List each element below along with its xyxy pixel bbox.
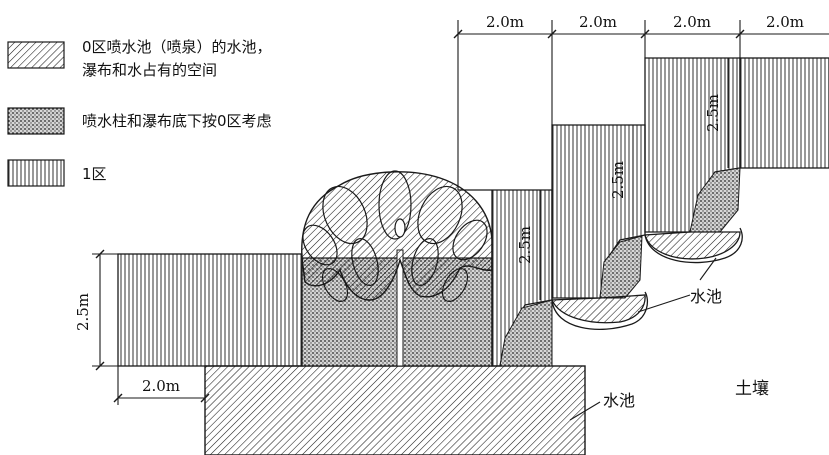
legend-swatch-zone1 xyxy=(7,159,65,187)
dim-width-top-4: 2.0m xyxy=(766,13,804,31)
zone1-top-block xyxy=(739,57,829,169)
legend-swatch-zone0 xyxy=(7,41,65,69)
lower-pool xyxy=(204,365,586,455)
dimension-ticks xyxy=(95,29,745,403)
fountain-spray-petals xyxy=(302,170,488,302)
leader-lines xyxy=(569,257,717,421)
upper-pool-rim-1 xyxy=(551,291,648,330)
fountain xyxy=(301,170,493,367)
dim-width-top-1: 2.0m xyxy=(486,13,524,31)
dim-width-top-2: 2.0m xyxy=(579,13,617,31)
dim-width-top-3: 2.0m xyxy=(673,13,711,31)
zone1-left-block xyxy=(117,253,303,367)
legend-zone0-line1: 0区喷水池（喷泉）的水池， xyxy=(82,38,272,56)
dim-height-step-2: 2.5m xyxy=(609,161,627,199)
label-pool-upper: 水池 xyxy=(690,287,722,306)
waterfall-under-1 xyxy=(499,299,553,367)
dimension-lines xyxy=(92,20,829,405)
legend-zone1: 1区 xyxy=(82,165,107,183)
dim-width-left: 2.0m xyxy=(142,377,180,395)
cascade-steps xyxy=(458,57,829,367)
upper-pool-rim-2 xyxy=(644,227,743,264)
dim-height-left: 2.5m xyxy=(74,293,92,331)
label-pool-lower: 水池 xyxy=(603,391,635,410)
legend-zone0-under: 喷水柱和瀑布底下按0区考虑 xyxy=(82,112,272,130)
fountain-nozzle xyxy=(394,218,406,238)
label-soil: 土壤 xyxy=(735,378,769,399)
upper-pool-2 xyxy=(644,231,741,260)
legend-swatch-zone0-under xyxy=(7,107,65,135)
legend-zone0-line2: 瀑布和水占有的空间 xyxy=(82,61,217,79)
dim-height-step-1: 2.5m xyxy=(516,226,534,264)
dim-height-step-3: 2.5m xyxy=(704,94,722,132)
upper-pool-1 xyxy=(551,294,646,324)
lower-pool-basin xyxy=(204,365,586,455)
legend: 0区喷水池（喷泉）的水池， 瀑布和水占有的空间 喷水柱和瀑布底下按0区考虑 1区 xyxy=(7,38,272,187)
